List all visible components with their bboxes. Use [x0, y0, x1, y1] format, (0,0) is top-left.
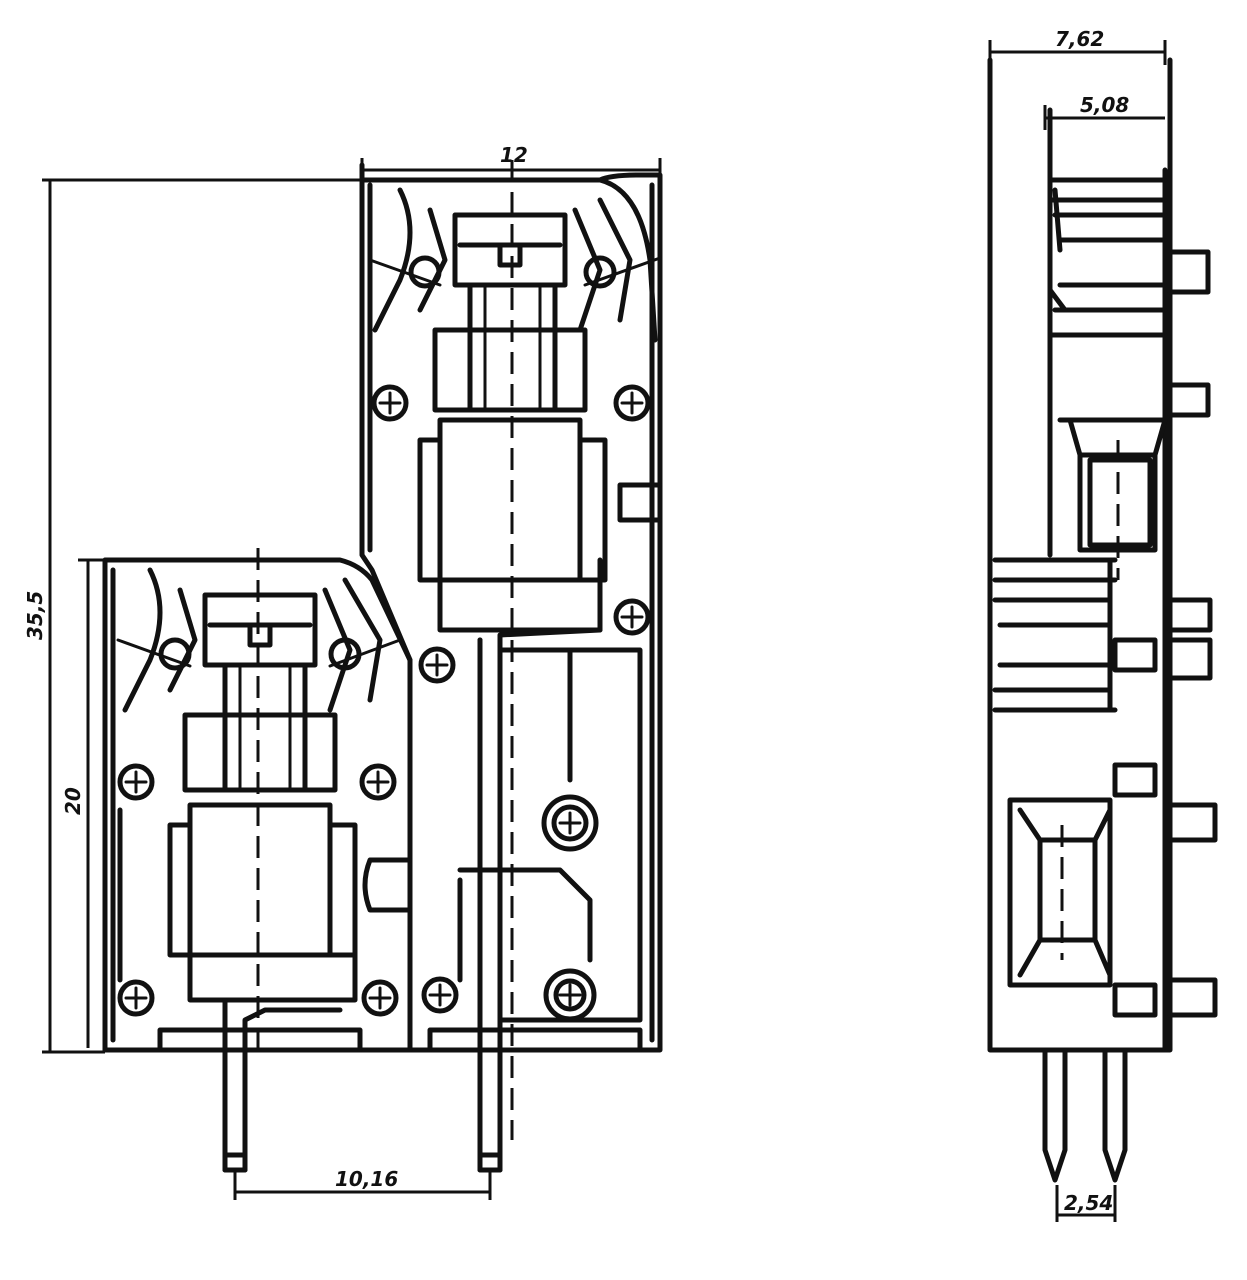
- dim-side-total-width: 7,62: [1055, 27, 1104, 51]
- screw-icon: [613, 598, 651, 636]
- upper-left-clamp-pin: [408, 255, 442, 289]
- screw-icon: [541, 794, 599, 852]
- left-solder-pin: [222, 997, 343, 1173]
- screw-icon: [359, 763, 397, 801]
- front-dimensions: 12 35,5 20 10,16: [23, 143, 662, 1200]
- screw-icon: [421, 976, 459, 1014]
- lower-screw-head: [202, 592, 318, 668]
- dim-total-height: 35,5: [23, 591, 47, 640]
- upper-right-clamp-pin: [583, 255, 617, 289]
- screw-icon: [117, 979, 155, 1017]
- upper-screw-head: [452, 212, 568, 288]
- dim-side-pin-pitch: 2,54: [1064, 1191, 1113, 1215]
- screw-icon: [613, 384, 651, 422]
- side-dimensions: 7,62 5,08 2,54: [988, 27, 1167, 1222]
- screw-icon: [371, 384, 409, 422]
- dim-width-top-module: 12: [500, 143, 528, 167]
- screw-icon: [543, 968, 597, 1022]
- screw-icon: [117, 763, 155, 801]
- side-pin-right: [1102, 1047, 1128, 1183]
- right-solder-pin: [477, 627, 603, 1173]
- side-pin-left: [1042, 1047, 1068, 1183]
- dim-lower-module-height: 20: [61, 787, 85, 815]
- screw-icon: [361, 979, 399, 1017]
- front-view: [102, 160, 663, 1173]
- side-outline: [987, 57, 1173, 1053]
- dim-pin-spacing-front: 10,16: [335, 1167, 398, 1191]
- side-view: [987, 57, 1218, 1183]
- screw-icon: [418, 646, 456, 684]
- dim-side-partial-width: 5,08: [1080, 93, 1129, 117]
